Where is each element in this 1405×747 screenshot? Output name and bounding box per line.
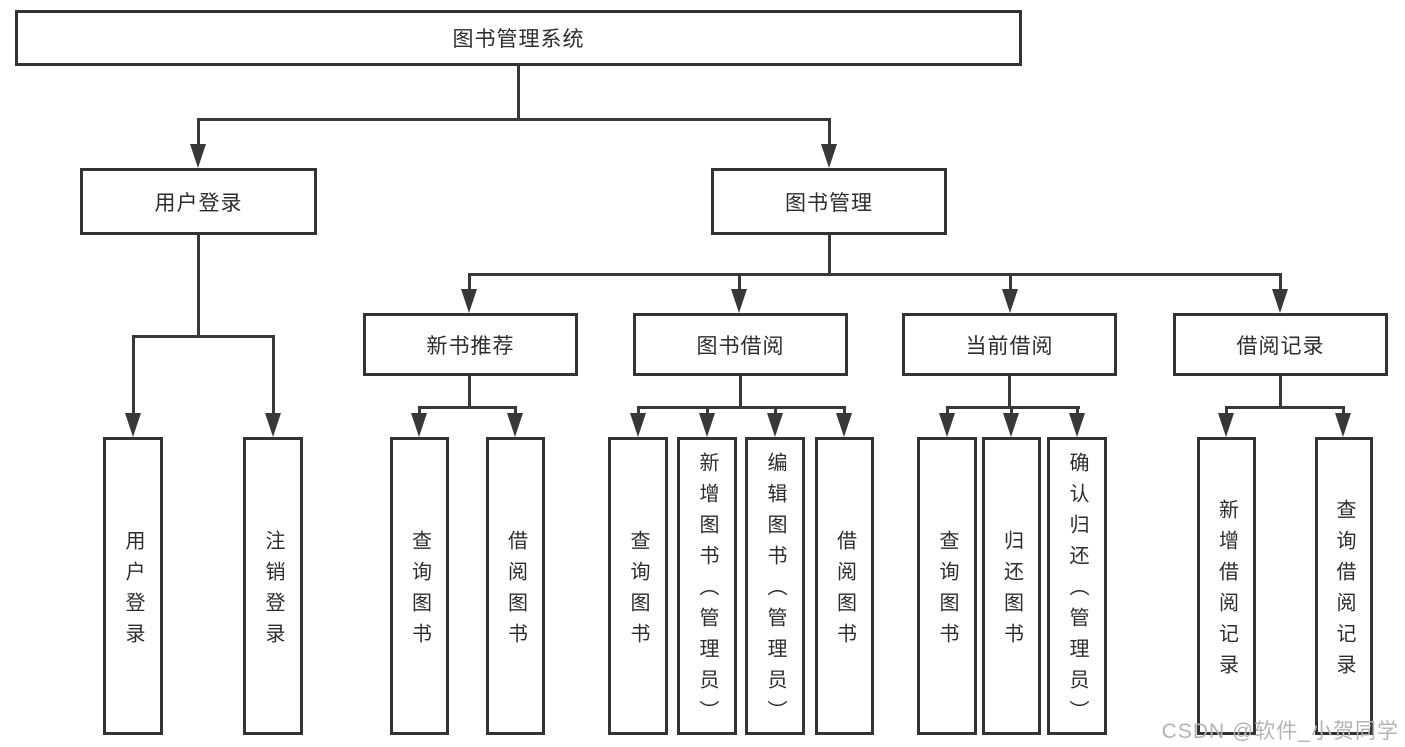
leaf-query-books-current: 查询图书 <box>917 437 977 735</box>
arrow-down-icon <box>1335 413 1351 437</box>
arrow-down-icon <box>265 413 281 437</box>
connector-book-borrow-stem <box>739 375 742 409</box>
node-borrowing-records: 借阅记录 <box>1173 313 1388 376</box>
arrow-down-icon <box>411 413 427 437</box>
connector-root-stem <box>517 64 520 120</box>
leaf-label: 用户登录 <box>122 529 144 654</box>
arrow-down-icon <box>190 144 206 168</box>
arrow-down-icon <box>939 413 955 437</box>
leaf-confirm-return-admin: 确认归还（管理员） <box>1047 437 1107 735</box>
connector-to-book-management-stem <box>828 118 831 148</box>
node-label: 当前借阅 <box>965 334 1054 358</box>
connector-leaf-stem <box>272 335 275 417</box>
connector-root-bar <box>197 118 831 121</box>
node-label: 图书管理 <box>785 191 873 215</box>
leaf-borrow-books-recommend: 借阅图书 <box>486 437 545 735</box>
connector-book-management-bar <box>468 273 1282 276</box>
connector-leaf-stem <box>946 406 949 418</box>
node-new-book-recommendation: 新书推荐 <box>363 313 578 376</box>
arrow-down-icon <box>507 413 523 437</box>
connector-leaf-stem <box>514 406 517 418</box>
arrow-down-icon <box>1218 413 1234 437</box>
connector-new-book-stem <box>468 375 471 409</box>
connector-user-login-bar <box>132 335 275 338</box>
arrow-down-icon <box>1272 289 1288 313</box>
arrow-down-icon <box>125 413 141 437</box>
connector-leaf-stem <box>1279 273 1282 293</box>
connector-leaf-stem <box>774 406 777 418</box>
leaf-label: 查询借阅记录 <box>1333 498 1355 685</box>
leaf-query-books-borrow: 查询图书 <box>608 437 668 735</box>
leaf-query-borrow-record: 查询借阅记录 <box>1315 437 1373 735</box>
node-label: 图书管理系统 <box>452 28 585 51</box>
leaf-edit-books-admin: 编辑图书（管理员） <box>745 437 805 735</box>
arrow-down-icon <box>630 413 646 437</box>
connector-leaf-stem <box>706 406 709 418</box>
connector-borrow-records-stem <box>1279 375 1282 409</box>
leaf-label: 查询图书 <box>936 529 958 654</box>
arrow-down-icon <box>1003 413 1019 437</box>
node-label: 图书借阅 <box>696 334 785 358</box>
arrow-down-icon <box>731 289 747 313</box>
connector-leaf-stem <box>132 335 135 417</box>
node-user-login: 用户登录 <box>80 168 317 235</box>
watermark: CSDN @软件_小贺同学 <box>1161 720 1399 743</box>
node-library-management-system: 图书管理系统 <box>15 10 1022 66</box>
node-book-management: 图书管理 <box>711 168 947 235</box>
arrow-down-icon <box>699 413 715 437</box>
leaf-label: 编辑图书（管理员） <box>764 452 786 731</box>
node-label: 新书推荐 <box>426 334 515 358</box>
connector-leaf-stem <box>1342 406 1345 418</box>
connector-leaf-stem <box>843 406 846 418</box>
connector-leaf-stem <box>1010 406 1013 418</box>
leaf-label: 借阅图书 <box>504 529 527 654</box>
arrow-down-icon <box>461 289 477 313</box>
connector-current-borrow-bar <box>946 406 1080 409</box>
connector-leaf-stem <box>1076 406 1079 418</box>
connector-to-user-login-stem <box>197 118 200 148</box>
connector-current-borrow-stem <box>1008 375 1011 409</box>
connector-leaf-stem <box>637 406 640 418</box>
connector-leaf-stem <box>468 273 471 293</box>
connector-leaf-stem <box>1225 406 1228 418</box>
arrow-down-icon <box>821 144 837 168</box>
connector-new-book-bar <box>418 406 517 409</box>
leaf-label: 查询图书 <box>627 529 649 654</box>
leaf-add-borrow-record: 新增借阅记录 <box>1197 437 1256 735</box>
leaf-label: 借阅图书 <box>833 529 856 654</box>
arrow-down-icon <box>1002 289 1018 313</box>
leaf-user-login: 用户登录 <box>103 437 163 735</box>
node-label: 用户登录 <box>154 191 243 215</box>
arrow-down-icon <box>767 413 783 437</box>
node-label: 借阅记录 <box>1236 334 1325 358</box>
leaf-label: 归还图书 <box>1000 529 1023 654</box>
node-current-borrowing: 当前借阅 <box>902 313 1117 376</box>
leaf-borrow-books: 借阅图书 <box>815 437 874 735</box>
leaf-label: 注销登录 <box>262 529 284 654</box>
connector-leaf-stem <box>418 406 421 418</box>
leaf-label: 查询图书 <box>408 529 431 654</box>
arrow-down-icon <box>1069 413 1085 437</box>
leaf-label: 确认归还（管理员） <box>1066 452 1088 731</box>
leaf-return-books: 归还图书 <box>982 437 1041 735</box>
leaf-label: 新增图书（管理员） <box>696 452 718 731</box>
leaf-add-books-admin: 新增图书（管理员） <box>677 437 737 735</box>
connector-leaf-stem <box>738 273 741 293</box>
connector-book-borrow-bar <box>637 406 846 409</box>
connector-borrow-records-bar <box>1225 406 1345 409</box>
connector-leaf-stem <box>1009 273 1012 293</box>
connector-user-login-stem <box>197 235 200 337</box>
arrow-down-icon <box>836 413 852 437</box>
node-book-borrowing: 图书借阅 <box>633 313 848 376</box>
leaf-label: 新增借阅记录 <box>1215 498 1238 685</box>
leaf-query-books-recommend: 查询图书 <box>390 437 449 735</box>
connector-book-management-stem <box>828 235 831 275</box>
leaf-logout: 注销登录 <box>243 437 303 735</box>
